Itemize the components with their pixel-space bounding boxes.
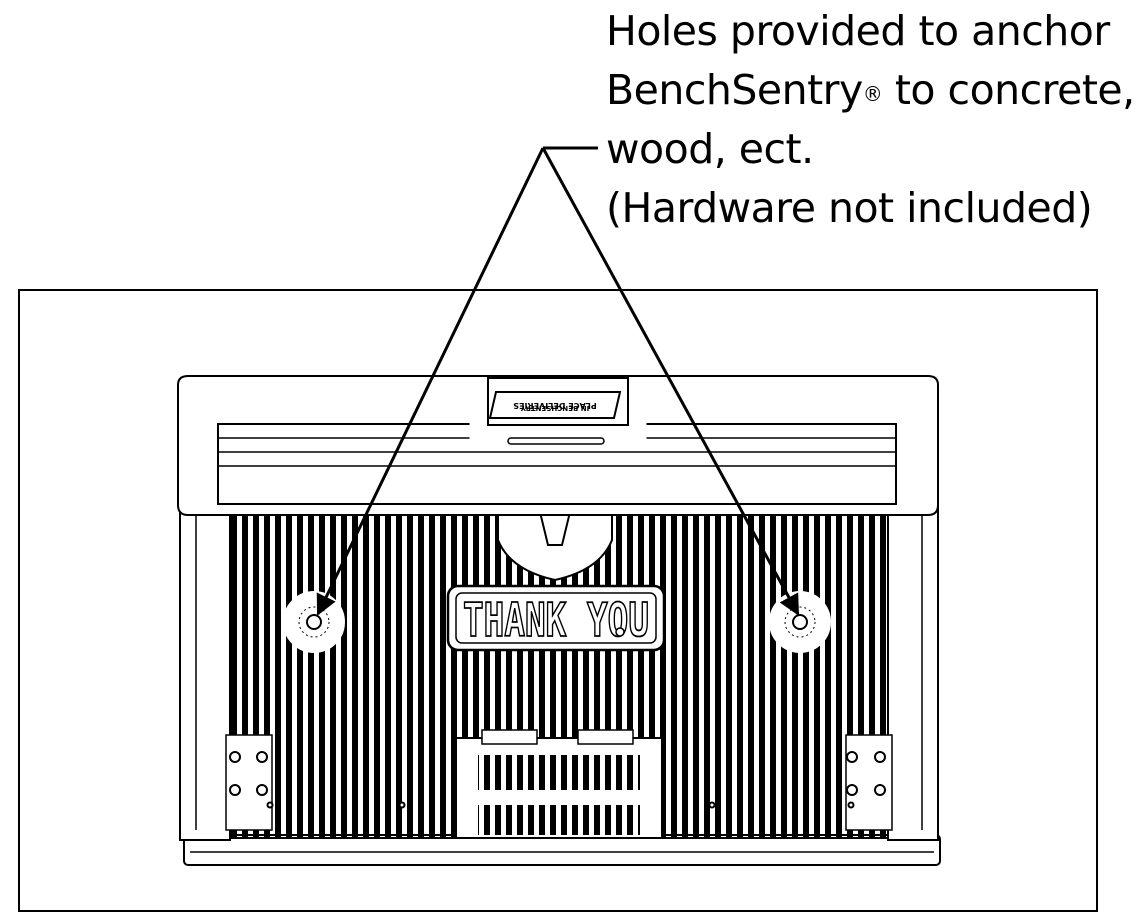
- anchor-callout-text: Holes provided to anchor BenchSentry® to…: [606, 2, 1145, 238]
- callout-pointer: [316, 146, 800, 616]
- anchor-hole-left: [283, 591, 345, 653]
- thank-you-badge: THANK YOU: [446, 584, 666, 652]
- right-side-frame: [887, 504, 939, 841]
- thank-you-text: THANK YOU: [463, 593, 649, 647]
- anchor-hole-right: [769, 591, 831, 653]
- left-side-frame: [179, 504, 231, 841]
- box-base: [183, 834, 941, 866]
- callout-line-1: Holes provided to anchor: [606, 7, 1110, 55]
- lid-label-line1: PLACE DELIVERIES: [513, 401, 597, 410]
- callout-line-4: (Hardware not included): [606, 184, 1093, 232]
- lid-label-line2: IN BENCHSENTRY: [520, 404, 589, 412]
- bench-box: THANK YOU PLACE DELIVERIES IN BENCHSENTR…: [177, 375, 941, 866]
- callout-line-2: BenchSentry® to concrete,: [606, 66, 1135, 114]
- registered-mark: ®: [862, 82, 883, 106]
- screws: [229, 751, 886, 809]
- callout-line-3: wood, ect.: [606, 125, 814, 173]
- frame-border: [18, 289, 1098, 912]
